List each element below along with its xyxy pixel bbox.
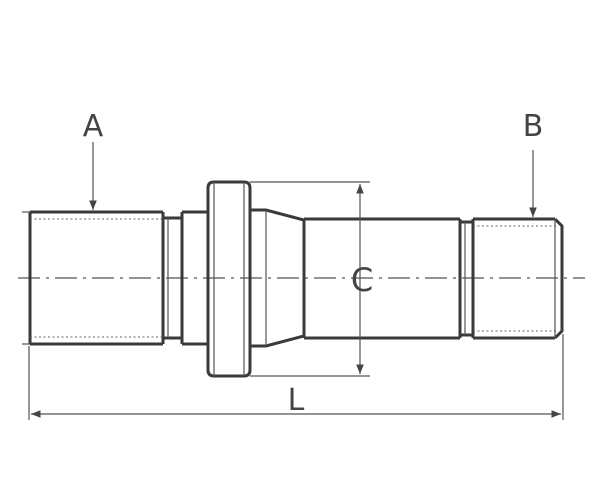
label-c: C — [351, 261, 373, 299]
label-b: B — [523, 109, 544, 144]
right-thread-section — [460, 217, 564, 340]
left-thread-section — [22, 210, 165, 346]
flange — [206, 180, 370, 378]
dimension-l — [28, 334, 564, 420]
neck-section — [163, 210, 208, 346]
main-shaft — [302, 217, 462, 340]
label-l: L — [288, 383, 305, 418]
label-a: A — [83, 109, 104, 144]
